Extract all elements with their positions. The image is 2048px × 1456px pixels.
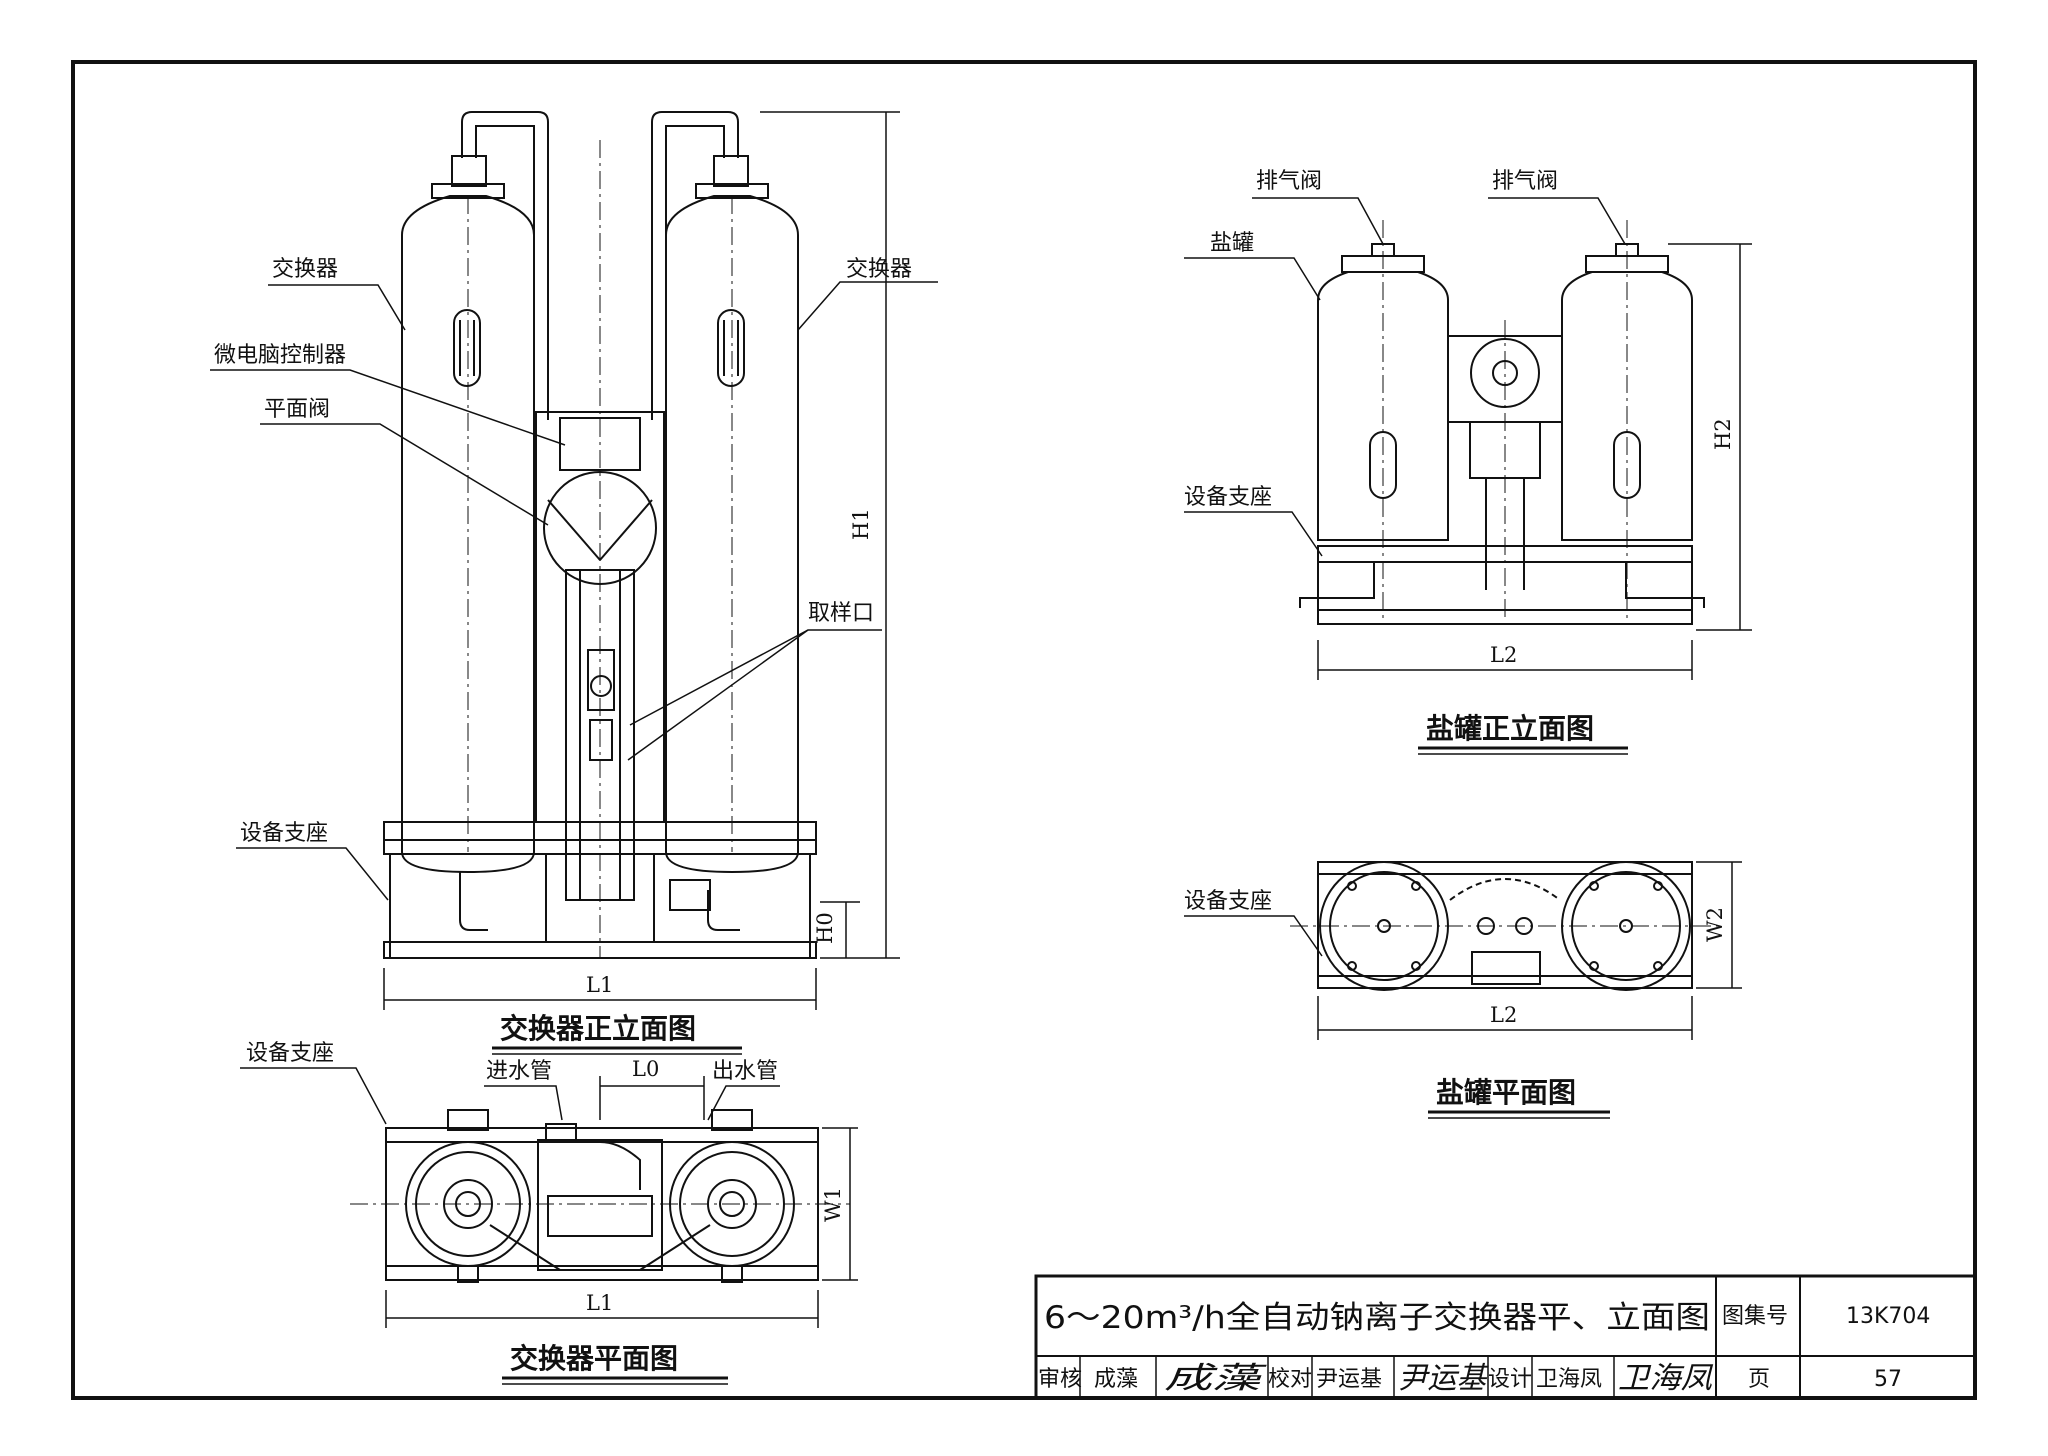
title-salt-tank-elevation: 盐罐正立面图 bbox=[1426, 712, 1594, 745]
page-label: 页 bbox=[1748, 1367, 1770, 1392]
label-exchanger-left: 交换器 bbox=[272, 257, 338, 282]
dim-L1-elevation: L1 bbox=[586, 973, 613, 997]
dim-H2: H2 bbox=[1711, 418, 1735, 450]
reviewer-signature: 成藻 bbox=[1164, 1361, 1268, 1396]
dim-L0: L0 bbox=[632, 1057, 659, 1081]
check-label: 校对 bbox=[1268, 1367, 1312, 1392]
salt-tank-plan-drawing bbox=[1290, 861, 1720, 991]
label-exchanger-right: 交换器 bbox=[846, 257, 912, 282]
exchanger-elevation-drawing bbox=[383, 111, 817, 959]
label-flat-valve: 平面阀 bbox=[264, 397, 330, 422]
review-label: 审核 bbox=[1038, 1367, 1082, 1392]
title-salt-tank-plan: 盐罐平面图 bbox=[1436, 1076, 1576, 1109]
reviewer-name: 成藻 bbox=[1094, 1367, 1138, 1392]
exchanger-elevation-leaders bbox=[210, 281, 938, 901]
title-exchanger-elevation: 交换器正立面图 bbox=[500, 1012, 696, 1045]
exchanger-plan-dims bbox=[240, 1067, 858, 1328]
label-outlet-pipe: 出水管 bbox=[712, 1059, 778, 1084]
checker-signature: 尹运基 bbox=[1398, 1361, 1489, 1396]
dim-H0: H0 bbox=[813, 912, 837, 944]
dim-H1: H1 bbox=[849, 508, 873, 540]
dim-W2: W2 bbox=[1703, 907, 1727, 942]
sheet-border bbox=[71, 60, 1977, 1400]
design-label: 设计 bbox=[1488, 1367, 1532, 1392]
label-support-plan: 设备支座 bbox=[246, 1041, 334, 1066]
title-exchanger-plan: 交换器平面图 bbox=[510, 1342, 678, 1375]
exchanger-plan-drawing bbox=[350, 1109, 850, 1283]
label-salt-support-elevation: 设备支座 bbox=[1184, 485, 1272, 510]
page-number: 57 bbox=[1874, 1367, 1902, 1392]
dim-L2-plan: L2 bbox=[1490, 1003, 1517, 1027]
salt-tank-elevation-dims bbox=[1184, 197, 1752, 680]
designer-signature: 卫海凤 bbox=[1618, 1361, 1714, 1396]
atlas-label: 图集号 bbox=[1722, 1304, 1788, 1329]
dim-L1-plan: L1 bbox=[586, 1291, 613, 1315]
label-salt-support-plan: 设备支座 bbox=[1184, 889, 1272, 914]
salt-tank-plan-dims bbox=[1184, 861, 1742, 1040]
atlas-number: 13K704 bbox=[1846, 1304, 1930, 1329]
dim-L2-elevation: L2 bbox=[1490, 643, 1517, 667]
drawing-title: 6～20m³/h全自动钠离子交换器平、立面图 bbox=[1044, 1300, 1710, 1336]
label-inlet-pipe: 进水管 bbox=[486, 1059, 552, 1084]
label-vent-valve-left: 排气阀 bbox=[1256, 169, 1322, 194]
dim-W1: W1 bbox=[821, 1187, 845, 1222]
label-controller: 微电脑控制器 bbox=[214, 343, 346, 368]
designer-name: 卫海凤 bbox=[1536, 1367, 1602, 1392]
label-support-elevation: 设备支座 bbox=[240, 821, 328, 846]
label-vent-valve-right: 排气阀 bbox=[1492, 169, 1558, 194]
salt-tank-elevation-drawing bbox=[1299, 220, 1705, 625]
title-block bbox=[1034, 1274, 1977, 1400]
label-sampling-port: 取样口 bbox=[808, 601, 874, 626]
label-salt-tank: 盐罐 bbox=[1210, 231, 1254, 256]
exchanger-elevation-dims bbox=[383, 111, 900, 1010]
checker-name: 尹运基 bbox=[1316, 1367, 1382, 1392]
